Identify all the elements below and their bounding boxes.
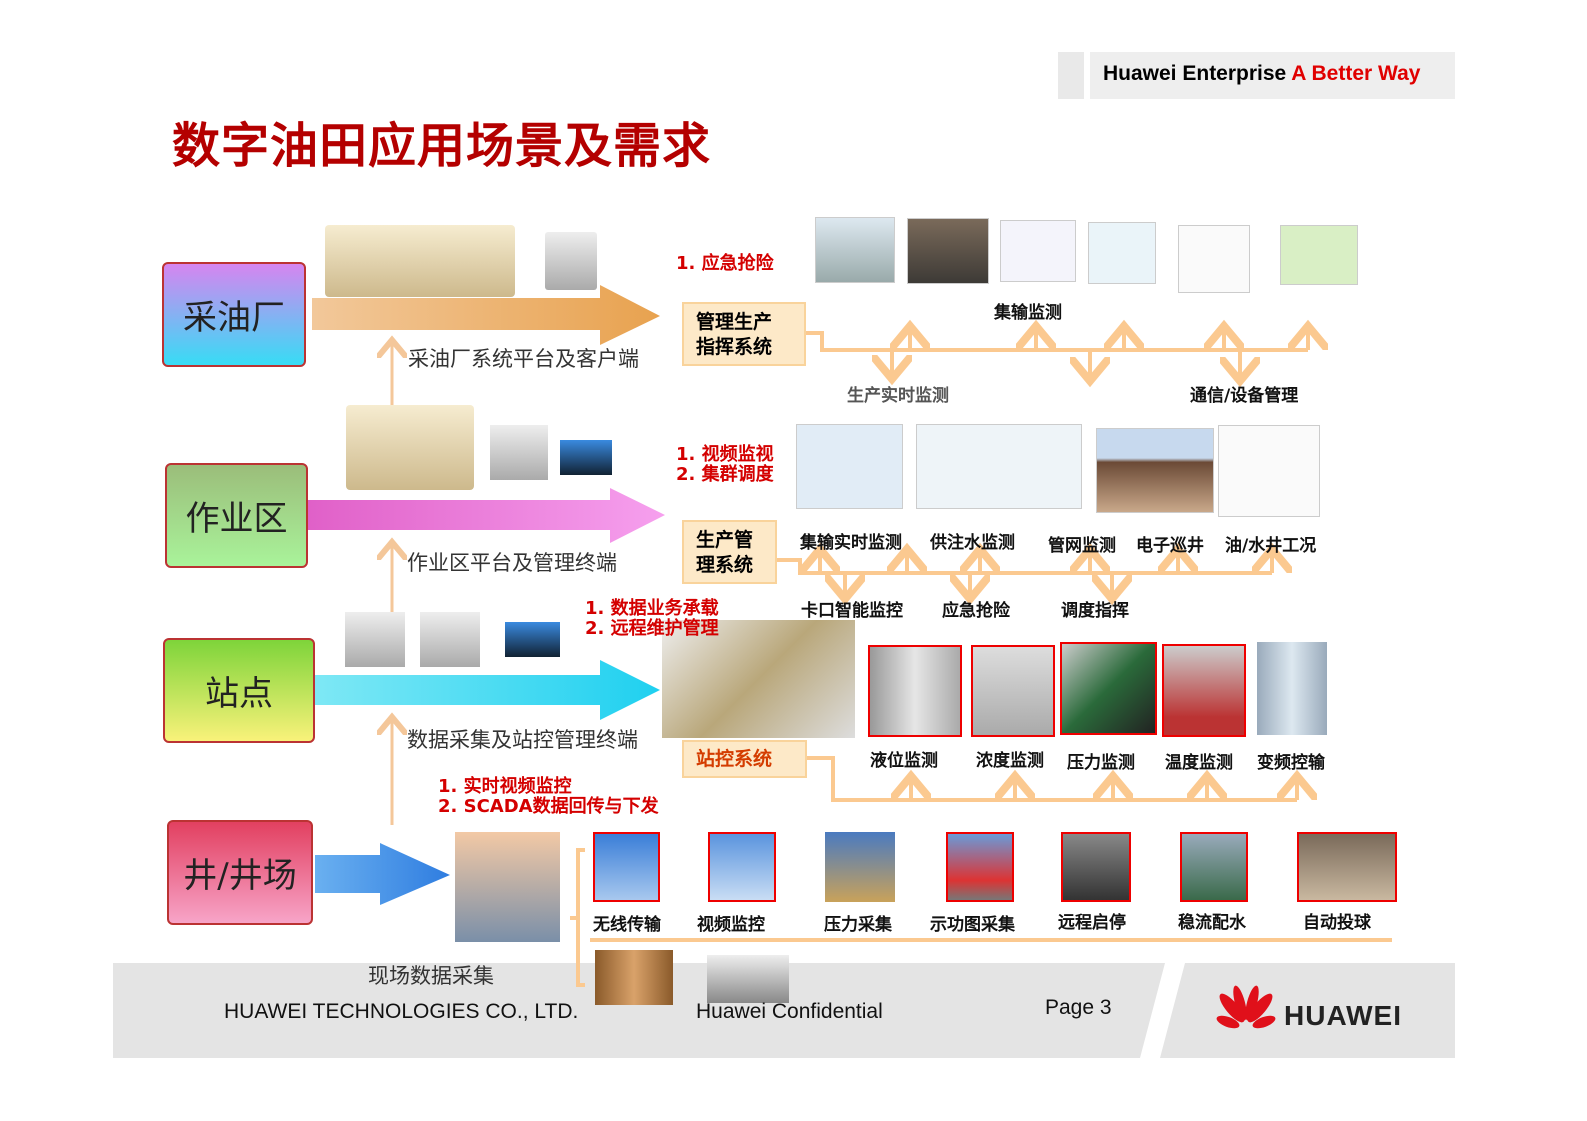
station-requirement-2: 2. 远程维护管理 — [585, 618, 719, 639]
well-flow-arrow — [315, 843, 450, 905]
label-pressure-collect: 压力采集 — [824, 915, 892, 935]
label-water-injection: 供注水监测 — [930, 533, 1015, 553]
system-label-line: 生产管 — [696, 529, 754, 551]
label-realtime-monitoring: 生产实时监测 — [847, 386, 949, 406]
well-requirement-2: 2. SCADA数据回传与下发 — [438, 796, 659, 817]
system-label-line: 管理生产 — [696, 311, 773, 333]
label-gathering-realtime: 集输实时监测 — [800, 533, 902, 553]
trend-chart-thumbnail — [1088, 222, 1156, 284]
camera-photo — [708, 832, 776, 902]
water-distribution-photo — [1180, 832, 1248, 902]
label-temperature: 温度监测 — [1165, 753, 1233, 773]
page-title: 数字油田应用场景及需求 — [172, 118, 712, 174]
footer-company: HUAWEI TECHNOLOGIES CO., LTD. — [224, 1000, 579, 1023]
area-requirement-1: 1. 视频监视 — [676, 444, 774, 465]
workstation-image — [420, 612, 480, 667]
tank-level-photo — [868, 645, 962, 737]
label-level: 液位监测 — [870, 751, 938, 771]
label-dynamometer: 示功图采集 — [930, 915, 1015, 935]
label-comm-device-mgmt: 通信/设备管理 — [1190, 386, 1299, 406]
level-oil-plant: 采油厂 — [162, 262, 306, 367]
well-bracket — [570, 848, 1392, 987]
label-vfd: 变频控输 — [1257, 753, 1325, 773]
footer-confidential: Huawei Confidential — [696, 1000, 883, 1023]
server-cluster-image — [325, 225, 515, 297]
plant-platform-label: 采油厂系统平台及客户端 — [408, 347, 639, 371]
pipeline-topology-thumbnail — [1000, 220, 1076, 282]
video-wall-thumbnail — [907, 218, 989, 284]
label-wireless: 无线传输 — [593, 915, 661, 935]
label-dispatch: 调度指挥 — [1061, 601, 1129, 621]
auto-ball-photo — [1297, 832, 1397, 902]
dynamometer-photo — [946, 832, 1014, 902]
huawei-logo-text: HUAWEI — [1284, 1000, 1402, 1031]
level-well-site: 井/井场 — [167, 820, 313, 925]
area-flow-arrow — [308, 488, 665, 543]
label-emergency: 应急抢险 — [942, 601, 1010, 621]
system-label-line: 指挥系统 — [696, 336, 773, 358]
vfd-cabinet-photo — [1257, 642, 1327, 735]
pressure-sensor-photo — [825, 832, 895, 902]
laptop-image — [505, 622, 560, 657]
site-map-thumbnail — [1280, 225, 1358, 285]
server-pair-image — [346, 405, 474, 490]
label-video: 视频监控 — [697, 915, 765, 935]
production-management-system-box: 生产管理系统 — [682, 520, 777, 584]
transmitter-photo — [707, 955, 789, 1003]
station-control-cabinet-image — [662, 620, 855, 738]
station-system-bus — [807, 756, 1297, 802]
label-steady-flow: 稳流配水 — [1178, 913, 1246, 933]
remote-switch-photo — [1061, 832, 1131, 902]
plant-requirement: 1. 应急抢险 — [676, 253, 774, 274]
pumpjack-image — [455, 832, 560, 942]
area-requirement-2: 2. 集群调度 — [676, 464, 774, 485]
area-system-bus — [777, 553, 1272, 595]
well-platform-label: 现场数据采集 — [368, 964, 494, 988]
footer-page-number: Page 3 — [1045, 996, 1112, 1019]
concentration-sensor-photo — [971, 645, 1055, 737]
temperature-valve-photo — [1162, 644, 1246, 737]
area-platform-label: 作业区平台及管理终端 — [407, 551, 617, 575]
well-condition-chart-thumbnail — [1218, 425, 1320, 517]
label-auto-ball: 自动投球 — [1303, 913, 1371, 933]
station-flow-arrow — [315, 660, 660, 720]
station-platform-label: 数据采集及站控管理终端 — [407, 728, 638, 752]
water-injection-chart-thumbnail — [916, 424, 1082, 509]
label-well-condition: 油/水井工况 — [1225, 536, 1317, 556]
station-requirement-1: 1. 数据业务承载 — [585, 598, 719, 619]
slogan-text: A Better Way — [1291, 62, 1421, 85]
production-command-system-box: 管理生产指挥系统 — [682, 302, 806, 366]
well-requirement-1: 1. 实时视频监控 — [438, 776, 572, 797]
pipeline-map-thumbnail — [796, 424, 903, 509]
level-work-area: 作业区 — [165, 463, 308, 568]
wireless-photo — [593, 832, 660, 902]
label-checkpoint: 卡口智能监控 — [801, 601, 903, 621]
workstation-image — [545, 232, 597, 290]
header-accent-block — [1058, 52, 1084, 99]
label-pressure: 压力监测 — [1067, 753, 1135, 773]
laptop-image — [560, 440, 612, 475]
header-tagline: Huawei Enterprise A Better Way — [1090, 52, 1455, 99]
pipeline-field-photo — [1096, 428, 1214, 513]
workstation-image — [490, 425, 548, 480]
station-control-system-box: 站控系统 — [682, 740, 807, 778]
sensor-array-photo — [595, 950, 673, 1005]
level-station: 站点 — [163, 638, 315, 743]
brand-text: Huawei Enterprise — [1103, 62, 1287, 85]
label-pipe-network: 管网监测 — [1048, 536, 1116, 556]
label-e-patrol: 电子巡井 — [1136, 536, 1204, 556]
system-label-line: 理系统 — [696, 554, 754, 576]
label-concentration: 浓度监测 — [976, 751, 1044, 771]
plant-system-bus — [806, 330, 1308, 377]
plant-flow-arrow — [312, 285, 660, 345]
label-gathering-monitoring: 集输监测 — [994, 303, 1062, 323]
pressure-gauge-photo — [1060, 642, 1157, 735]
dynamometer-chart-thumbnail — [1178, 225, 1250, 293]
workstation-image — [345, 612, 405, 667]
gis-map-thumbnail — [815, 217, 895, 283]
label-remote-start-stop: 远程启停 — [1058, 913, 1126, 933]
